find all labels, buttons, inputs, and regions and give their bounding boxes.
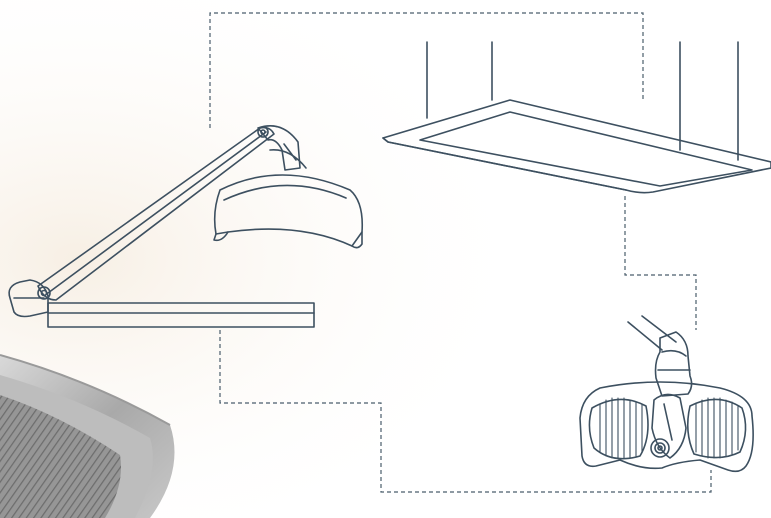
diagram-canvas bbox=[0, 0, 771, 518]
product-diagram bbox=[0, 0, 771, 518]
